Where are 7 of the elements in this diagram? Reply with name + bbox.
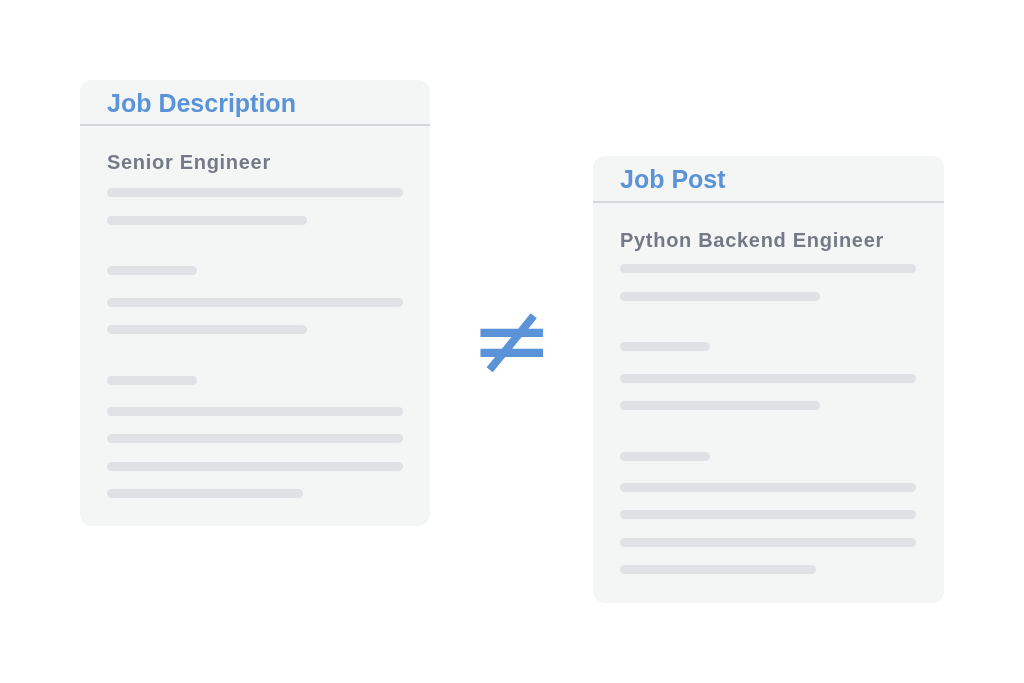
job-title: Python Backend Engineer <box>620 228 884 252</box>
document-card <box>80 80 430 526</box>
not-equal-sign: ≠ <box>470 310 554 370</box>
card-heading: Job Description <box>107 88 296 118</box>
document-card <box>593 156 944 603</box>
card-heading: Job Post <box>620 164 726 194</box>
job-title: Senior Engineer <box>107 150 271 174</box>
